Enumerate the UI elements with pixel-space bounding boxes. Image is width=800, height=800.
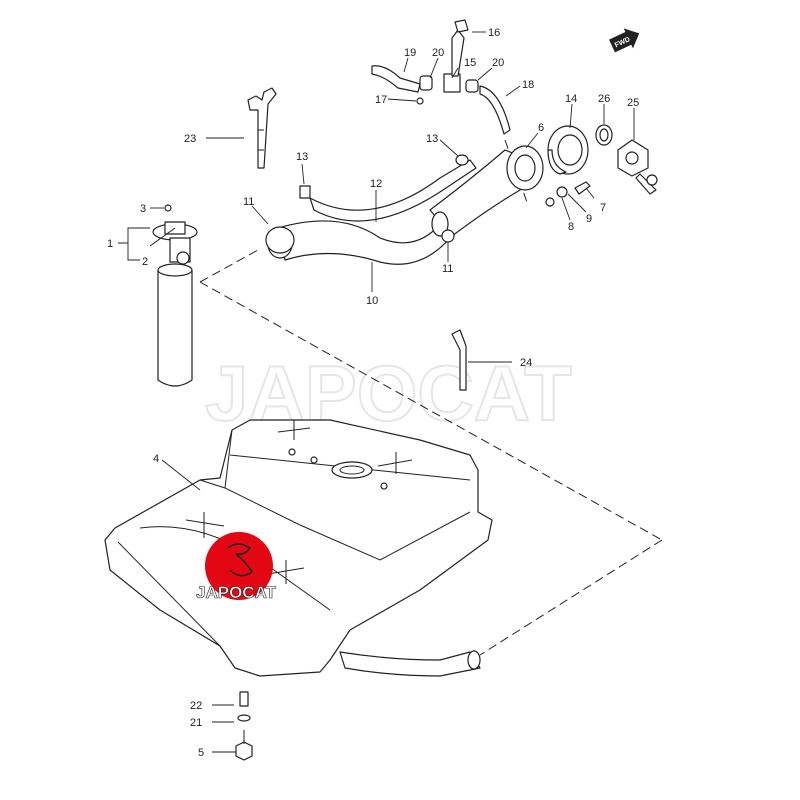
callout-19: 19	[404, 47, 416, 59]
callout-20a: 20	[432, 47, 444, 59]
gasket-26	[595, 124, 613, 146]
callout-25: 25	[627, 97, 639, 109]
breather-hose-12	[309, 159, 477, 222]
callout-26: 26	[598, 93, 610, 105]
callout-7: 7	[600, 202, 606, 214]
hose-clamps	[265, 154, 469, 254]
callout-10: 10	[366, 295, 378, 307]
fwd-direction-arrow: FWD	[609, 28, 640, 53]
fuel-tank-4	[104, 419, 493, 677]
callout-16: 16	[488, 27, 500, 39]
callout-5: 5	[198, 747, 204, 759]
fuel-cap-14	[547, 125, 589, 175]
callout-17: 17	[375, 94, 387, 106]
callout-9: 9	[586, 213, 592, 225]
logo-circle	[205, 532, 273, 600]
callout-3: 3	[140, 203, 146, 215]
callout-13a: 13	[296, 151, 308, 163]
filler-hose-10	[267, 217, 451, 265]
callout-22: 22	[190, 700, 202, 712]
callout-11a: 11	[243, 196, 254, 208]
callout-1: 1	[107, 238, 113, 250]
callout-2: 2	[142, 256, 148, 268]
cap-lock-25	[617, 139, 658, 195]
callout-20b: 20	[492, 57, 504, 69]
bracket-24	[451, 329, 467, 391]
callout-15: 15	[464, 57, 476, 69]
logo-text: JAPOCAT	[196, 583, 277, 602]
callout-12: 12	[370, 178, 382, 190]
bracket-23	[247, 87, 277, 169]
callout-6: 6	[538, 122, 544, 134]
callout-8: 8	[568, 221, 574, 233]
callout-leaders	[118, 31, 635, 753]
vent-hose-set	[371, 19, 511, 135]
callout-labels: 1 2 3 4 5 6 7 8 9 10 11 11 12 13 13 14 1…	[107, 27, 639, 759]
callout-13b: 13	[426, 133, 438, 145]
callout-21: 21	[190, 717, 202, 729]
tank-mount-hardware	[235, 691, 253, 761]
japocat-logo: JAPOCAT	[196, 532, 277, 602]
callout-4: 4	[153, 453, 159, 465]
callout-23: 23	[184, 133, 196, 145]
callout-11b: 11	[442, 263, 453, 275]
callout-18: 18	[522, 79, 534, 91]
callout-24: 24	[520, 357, 532, 369]
filler-neck-6	[429, 145, 544, 237]
fuel-pump-assembly	[149, 204, 198, 387]
small-hardware	[545, 181, 591, 207]
callout-14: 14	[565, 93, 577, 105]
